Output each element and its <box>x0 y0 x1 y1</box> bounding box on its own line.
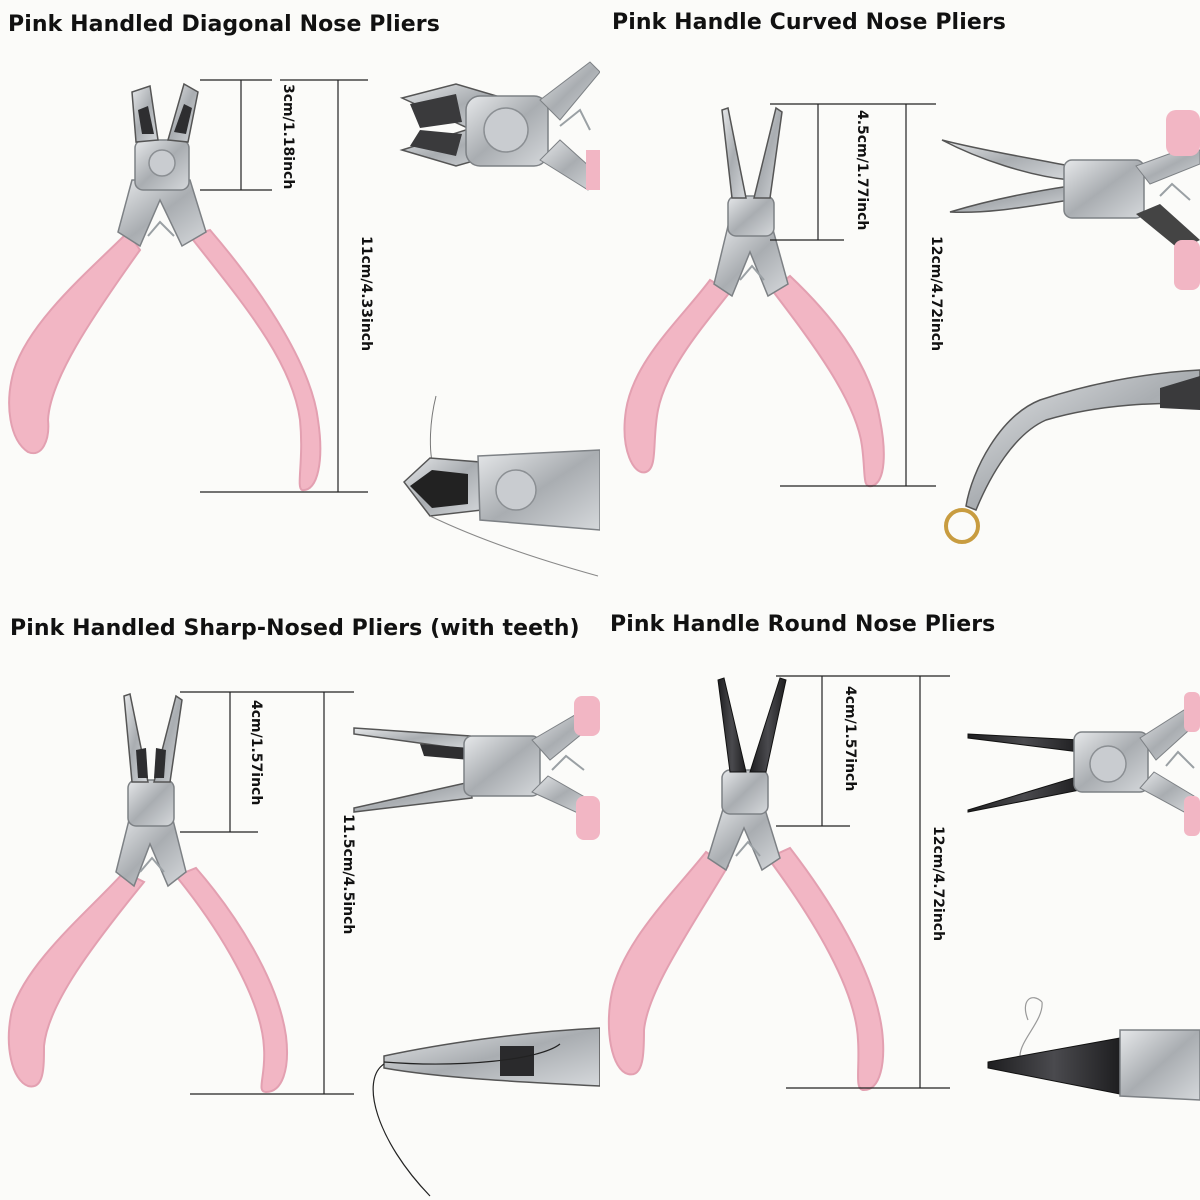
pivot-plate <box>127 779 175 827</box>
right-handle <box>188 228 322 492</box>
dimension-lines <box>200 79 368 493</box>
closeup-curved-jaws <box>941 110 1200 290</box>
jaw-left <box>721 107 747 199</box>
closeup-jaws-top <box>399 61 600 191</box>
sharp-nosed-pliers-illustration <box>7 691 600 1197</box>
diagonal-pliers-illustration <box>8 61 600 577</box>
jaw-left-dark <box>717 677 747 773</box>
left-handle <box>7 870 146 1088</box>
jaw-length-label: 4cm/1.57inch <box>842 686 858 792</box>
jaw-length-label: 4cm/1.57inch <box>248 700 264 806</box>
neck <box>707 805 781 872</box>
right-handle <box>766 846 885 1092</box>
dimension-lines <box>770 103 936 487</box>
closeup-cutting-wire <box>402 395 600 577</box>
panel-title: Pink Handle Curved Nose Pliers <box>612 10 1007 35</box>
jaw-length-label: 4.5cm/1.77inch <box>854 110 870 231</box>
dimension-lines <box>180 691 354 1095</box>
panel-title: Pink Handled Sharp-Nosed Pliers (with te… <box>10 616 580 641</box>
left-handle <box>623 278 732 474</box>
panel-title: Pink Handled Diagonal Nose Pliers <box>8 12 440 37</box>
left-handle <box>8 230 142 455</box>
panel-diagonal-pliers: Pink Handled Diagonal Nose Pliers <box>0 0 600 600</box>
jaw-length-label: 3cm/1.18inch <box>280 84 296 190</box>
right-handle <box>770 274 885 488</box>
panel-sharp-nosed-pliers: Pink Handled Sharp-Nosed Pliers (with te… <box>0 600 600 1200</box>
panel-round-nose-pliers: Pink Handle Round Nose Pliers <box>600 600 1200 1200</box>
closeup-jaws-open <box>353 696 600 840</box>
pivot-plate <box>721 769 769 815</box>
spring <box>147 220 175 237</box>
neck <box>117 179 207 248</box>
closeup-round-jaws <box>967 692 1200 836</box>
curved-pliers-illustration <box>623 103 1200 544</box>
closeup-forming-loop <box>987 997 1200 1101</box>
jaw-right <box>753 106 783 199</box>
total-length-label: 12cm/4.72inch <box>928 236 944 352</box>
total-length-label: 12cm/4.72inch <box>930 826 946 942</box>
spring <box>735 840 761 857</box>
pivot-rivet <box>148 149 176 177</box>
panel-title: Pink Handle Round Nose Pliers <box>610 612 996 637</box>
jaw-right-dark <box>749 677 787 773</box>
closeup-gripping-wire <box>372 1027 600 1197</box>
right-handle <box>174 866 288 1094</box>
left-handle <box>607 850 730 1076</box>
closeup-bending-ring <box>944 369 1200 544</box>
panel-curved-pliers: Pink Handle Curved Nose Pliers <box>600 0 1200 600</box>
pivot-plate <box>727 195 775 237</box>
round-nose-pliers-illustration <box>607 675 1200 1101</box>
dimension-lines <box>776 675 950 1089</box>
total-length-label: 11cm/4.33inch <box>358 236 374 352</box>
total-length-label: 11.5cm/4.5inch <box>340 814 356 935</box>
spring <box>739 264 765 281</box>
spring <box>139 856 165 873</box>
